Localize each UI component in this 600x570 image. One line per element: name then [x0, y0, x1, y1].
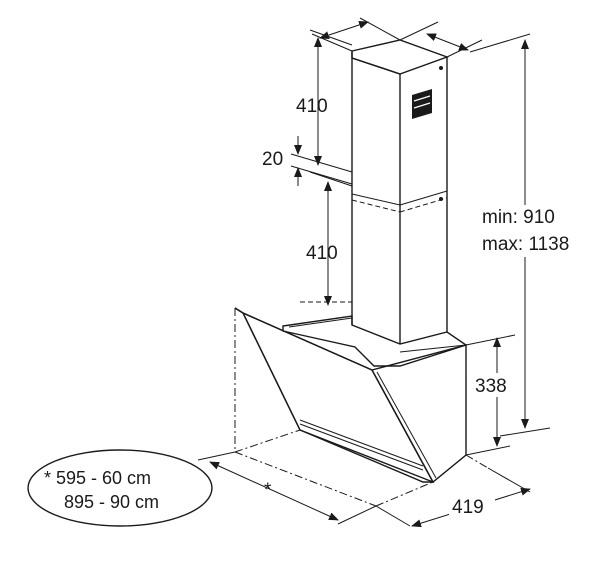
overlap-gap-label: 20	[262, 149, 283, 170]
hood-width-marker: *	[264, 480, 272, 501]
upper-chimney-height-label: 410	[296, 96, 328, 117]
lower-chimney	[351, 195, 448, 344]
dimension-lower-chimney: 410	[306, 171, 353, 306]
width-options-note: * 595 - 60 cm 895 - 90 cm	[27, 449, 213, 527]
width-option-60cm: * 595 - 60 cm	[44, 468, 151, 488]
width-option-90cm: 895 - 90 cm	[64, 492, 159, 512]
dimension-body-height: 338	[465, 334, 520, 456]
hood-body	[234, 307, 468, 484]
vent-plate-icon	[412, 89, 432, 119]
dimension-upper-chimney: 410	[296, 29, 353, 166]
body-height-label: 338	[475, 376, 507, 397]
total-height-max-label: max: 1138	[482, 234, 569, 255]
dimension-overlap-gap: 20	[262, 136, 353, 186]
lower-chimney-height-label: 410	[306, 243, 338, 264]
upper-chimney	[351, 39, 450, 212]
dimension-top-width	[311, 17, 483, 58]
wall-projection-lines	[234, 301, 489, 507]
total-height-min-label: min: 910	[482, 207, 555, 228]
dimension-hood-width: *	[197, 451, 377, 525]
screw-icon	[439, 66, 443, 70]
body-depth-label: 419	[452, 497, 484, 518]
dimension-body-depth: 419	[375, 467, 531, 528]
dimension-total-height: min: 910 max: 1138	[469, 33, 584, 437]
